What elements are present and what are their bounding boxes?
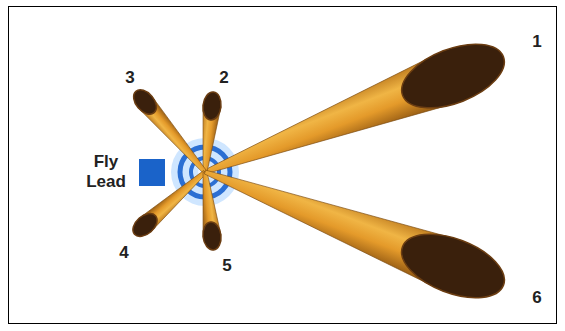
- part-label: Fly Lead: [80, 152, 132, 191]
- callout-number: 3: [125, 68, 134, 88]
- callout-number: 5: [222, 256, 231, 276]
- probe-cone: [196, 171, 222, 251]
- callout-number: 2: [219, 68, 228, 88]
- fly-lead-plug: [139, 159, 165, 186]
- probe-cone: [196, 91, 222, 173]
- frame-border: [9, 7, 557, 324]
- probe-group: [129, 31, 514, 310]
- probe-cone: [129, 165, 211, 241]
- callout-number: 1: [532, 32, 541, 52]
- probe-cone: [195, 147, 513, 311]
- probe-cone: [195, 31, 513, 197]
- callout-number: 4: [119, 243, 128, 263]
- callout-number: 6: [532, 288, 541, 308]
- probe-cone: [129, 86, 212, 178]
